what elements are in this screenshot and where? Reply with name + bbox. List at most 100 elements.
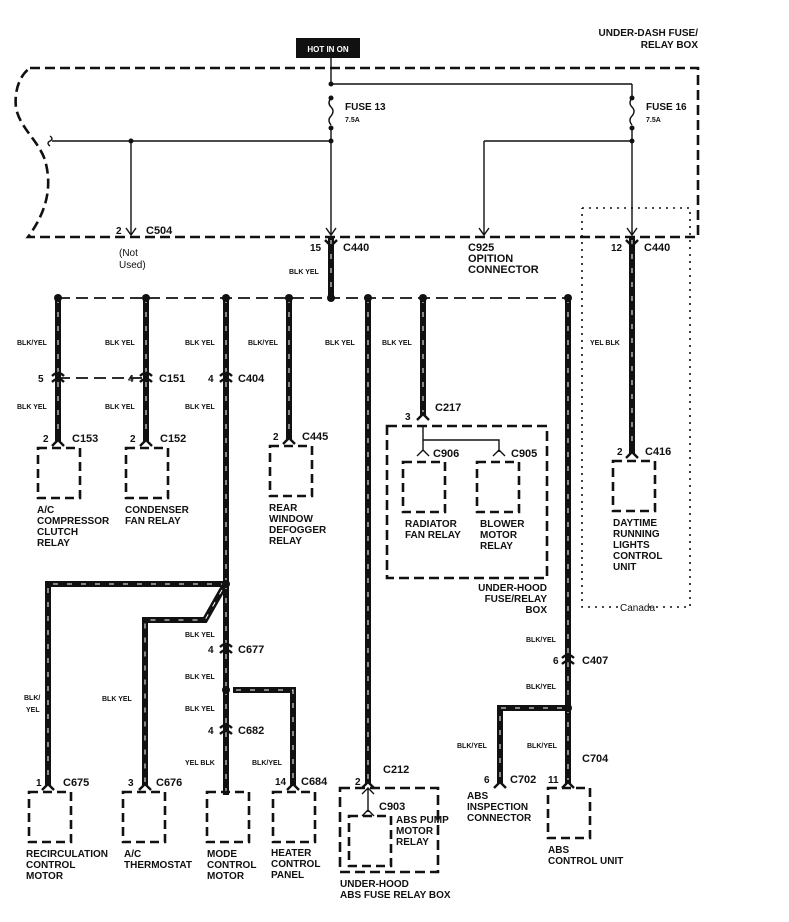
under-hood-fuse-relay-box-label-line: BOX	[525, 605, 547, 616]
canada-label: Canada	[620, 603, 655, 614]
under-hood-internal-wire	[422, 426, 500, 452]
drl-control-unit-box	[611, 459, 657, 513]
c925-line-3: CONNECTOR	[468, 264, 539, 276]
mode-control-motor-label-line: MODE	[207, 849, 237, 860]
recirculation-control-motor-label-line: CONTROL	[26, 860, 75, 871]
c504-note-1: (Not	[119, 248, 138, 259]
c684-pin: 14	[275, 777, 287, 788]
radiator-fan-relay-box	[401, 460, 447, 514]
c702-pin: 6	[484, 775, 490, 786]
splice-nodes	[54, 294, 572, 712]
c903-connector-icon	[361, 787, 375, 817]
c151-left-pin: 5	[38, 374, 44, 385]
wires	[45, 237, 635, 795]
defogger-relay-box	[268, 444, 314, 498]
c407-connector-icon	[561, 653, 575, 665]
blower-motor-relay-label-line: BLOWER	[480, 519, 525, 530]
wire-color: BLK YEL	[185, 404, 216, 411]
wire-labels: BLK/YEL BLK YEL BLK YEL BLK YEL BLK YEL …	[17, 269, 620, 767]
c212-connector-icon	[361, 780, 375, 789]
c504-pin: 2	[116, 226, 122, 237]
c675-connector-icon	[41, 782, 55, 791]
under-hood-fuse-box	[385, 424, 549, 580]
under-hood-abs-fuse-relay-box-label-line: ABS FUSE RELAY BOX	[340, 890, 451, 901]
abs-pump-motor-relay-label-line: ABS PUMP	[396, 815, 449, 826]
wire-c684-stripe	[236, 689, 294, 782]
fuse-16: FUSE 16 7.5A	[646, 102, 687, 124]
ac-thermostat-label-line: THERMOSTAT	[124, 860, 192, 871]
drl-control-unit-label-line: CONTROL	[613, 551, 662, 562]
condenser-fan-relay-label-line: CONDENSER	[125, 505, 190, 516]
wire-c676-stripe	[144, 589, 223, 782]
c676-label: C676	[156, 777, 182, 789]
c702-connector-icon	[493, 780, 507, 789]
under-dash-box-title: UNDER-DASH FUSE/ RELAY BOX	[599, 28, 699, 51]
ac-thermostat-label-line: A/C	[124, 849, 141, 860]
canada-region	[581, 207, 691, 608]
c153-label: C153	[72, 433, 98, 445]
c152-pin: 2	[130, 434, 136, 445]
c440-15-connector-icon	[324, 239, 338, 248]
abs-pump-motor-relay-label-line: RELAY	[396, 837, 429, 848]
heater-panel-box	[271, 790, 317, 844]
internal-wiring	[47, 58, 638, 237]
c677-pin: 4	[208, 645, 214, 656]
c212-label: C212	[383, 764, 409, 776]
wire-color: BLK/	[24, 695, 40, 702]
under-hood-abs-box	[338, 786, 440, 874]
connector-labels: 5 4 C151 4 C404 2 C153 2 C152 2 C445 3 C…	[36, 373, 671, 813]
abs-inspection-connector-label-line: CONNECTOR	[467, 813, 532, 824]
abs-control-unit-label-line: ABS	[548, 845, 569, 856]
c440-12-pin: 12	[611, 243, 623, 254]
c675-pin: 1	[36, 778, 42, 789]
mode-control-motor-label-line: MOTOR	[207, 871, 245, 882]
c445-label: C445	[302, 431, 328, 443]
c416-label: C416	[645, 446, 671, 458]
c217-label: C217	[435, 402, 461, 414]
ac-compressor-clutch-relay-label-line: RELAY	[37, 538, 70, 549]
wire-color: BLK/YEL	[526, 637, 557, 644]
rear-window-defogger-relay-label-line: DEFOGGER	[269, 525, 327, 536]
radiator-fan-relay-label-line: FAN RELAY	[405, 530, 461, 541]
wire-c675-stripe	[47, 583, 226, 782]
c676-pin: 3	[128, 778, 134, 789]
abs-control-unit-label-line: CONTROL UNIT	[548, 856, 623, 867]
abs-pump-relay-box	[347, 814, 393, 868]
rear-window-defogger-relay-label-line: RELAY	[269, 536, 302, 547]
c684-label: C684	[301, 776, 328, 788]
abs-pump-motor-relay-label-line: MOTOR	[396, 826, 434, 837]
c217-pin: 3	[405, 412, 411, 423]
c925-label: C925	[468, 242, 494, 254]
mode-control-motor-label-line: CONTROL	[207, 860, 256, 871]
c684-connector-icon	[286, 782, 300, 791]
c675-label: C675	[63, 777, 89, 789]
wire-color: BLK YEL	[185, 674, 216, 681]
c404-label: C404	[238, 373, 265, 385]
heater-control-panel-label-line: CONTROL	[271, 859, 320, 870]
wire-color: BLK YEL	[325, 340, 356, 347]
ac-thermostat-box	[121, 790, 167, 844]
c906-c905-connector-icon	[416, 449, 506, 457]
drl-control-unit-label-line: UNIT	[613, 562, 636, 573]
heater-control-panel-label-line: HEATER	[271, 848, 312, 859]
c925-line-2: OPITION	[468, 253, 513, 265]
c504-label: C504	[146, 225, 173, 237]
wire-color: BLK YEL	[105, 404, 136, 411]
fuse-13-name: FUSE 13	[345, 102, 386, 113]
hot-badge-label: HOT IN ON	[307, 45, 349, 54]
under-dash-box-outline	[14, 66, 700, 239]
wire-color: BLK YEL	[289, 269, 320, 276]
component-boxes	[27, 424, 657, 874]
c905-label: C905	[511, 448, 537, 460]
c440-15-pin: 15	[310, 243, 322, 254]
